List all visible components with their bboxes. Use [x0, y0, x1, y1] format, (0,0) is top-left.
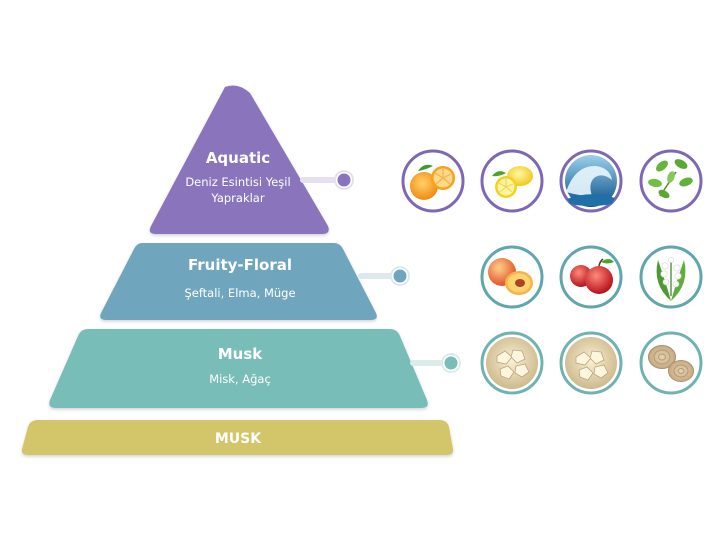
tier-aquatic-connector [300, 177, 342, 183]
tier-aquatic: Aquatic Deniz Esintisi Yeşil Yapraklar [149, 85, 354, 234]
tier-fruity-floral-connector [358, 273, 400, 279]
base-band: MUSK [21, 420, 454, 455]
ingredient-row-fruity-floral [480, 245, 703, 309]
ingredient-row-aquatic [401, 149, 703, 213]
musk-crystal-icon [559, 331, 623, 395]
tier-musk: Musk Misk, Ağaç [49, 329, 461, 408]
tier-aquatic-shape [149, 85, 329, 234]
tier-musk-connector [410, 360, 450, 366]
tier-fruity-floral: Fruity-Floral Şeftali, Elma, Müge [100, 243, 410, 320]
tier-fruity-floral-shape [100, 243, 377, 320]
lemon-icon [480, 149, 544, 213]
musk-crystal-icon [480, 331, 544, 395]
tier-fruity-floral-notes: Şeftali, Elma, Müge [184, 286, 295, 300]
peach-icon [480, 245, 544, 309]
tier-musk-shape [49, 329, 428, 408]
tier-aquatic-title: Aquatic [206, 149, 270, 167]
orange-icon [401, 149, 465, 213]
wood-icon [639, 331, 703, 395]
lily-icon [639, 245, 703, 309]
base-band-label: MUSK [215, 431, 262, 447]
tier-aquatic-notes-line1: Deniz Esintisi Yeşil [185, 175, 290, 189]
base-band-shape [21, 420, 454, 455]
tier-musk-notes: Misk, Ağaç [209, 372, 271, 386]
tier-fruity-floral-title: Fruity-Floral [188, 256, 292, 274]
wave-icon [559, 149, 623, 213]
tier-aquatic-notes-line2: Yapraklar [210, 191, 264, 205]
tier-musk-title: Musk [218, 345, 264, 363]
apple-icon [559, 245, 623, 309]
ingredient-row-musk [480, 331, 703, 395]
leaf-icon [639, 149, 703, 213]
